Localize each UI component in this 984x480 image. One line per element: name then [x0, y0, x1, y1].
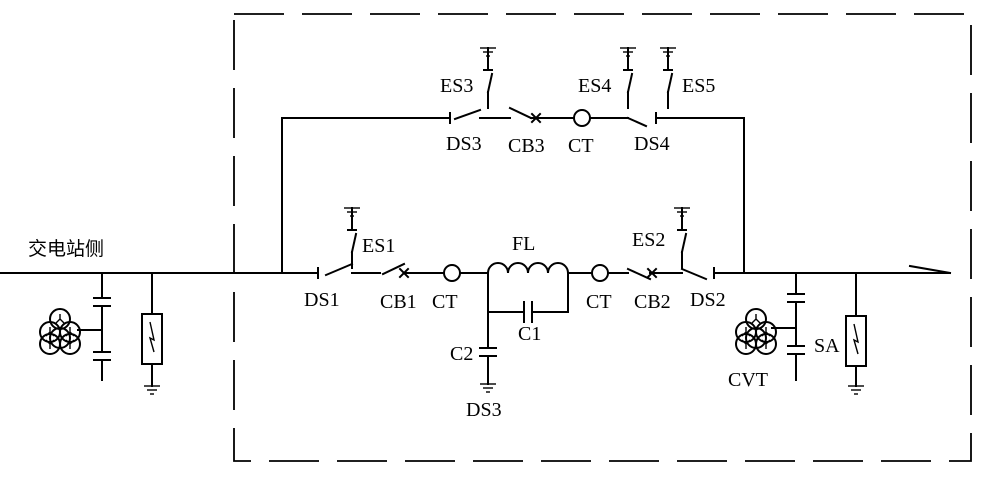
ds1-label: DS1: [304, 289, 340, 311]
enclosure-boundary: [233, 13, 972, 462]
ds4-label: DS4: [634, 133, 670, 155]
es3-icon: [480, 48, 496, 108]
es5-icon: [660, 48, 676, 108]
main-busbar: [0, 262, 952, 281]
cb2-label: CB2: [634, 291, 671, 313]
es1-icon: [344, 208, 360, 268]
ds2-label: DS2: [690, 289, 726, 311]
ct-left-icon: [443, 264, 461, 282]
cb3-label: CB3: [508, 135, 545, 157]
es4-label: ES4: [578, 75, 611, 97]
ct-top-label: CT: [568, 135, 594, 157]
left-cvt: [39, 272, 111, 381]
es5-label: ES5: [682, 75, 715, 97]
right-arrester: [845, 272, 867, 395]
fl-label: FL: [512, 233, 535, 255]
es2-icon: [674, 208, 690, 268]
filter-fl: [479, 262, 570, 393]
ds3-top-label: DS3: [446, 133, 482, 155]
c2-label: C2: [450, 343, 473, 365]
ct-right-label: CT: [586, 291, 612, 313]
es4-icon: [620, 48, 636, 108]
left-arrester: [141, 272, 163, 395]
ct-top-icon: [573, 109, 591, 127]
bypass-branch: [281, 106, 745, 274]
sa-label: SA: [814, 335, 840, 357]
ds3-bottom-label: DS3: [466, 399, 502, 421]
es1-label: ES1: [362, 235, 395, 257]
right-cvt: [735, 272, 805, 381]
station-side-label: 交电站侧: [28, 238, 104, 260]
ct-left-label: CT: [432, 291, 458, 313]
es2-label: ES2: [632, 229, 665, 251]
ct-right-icon: [591, 264, 609, 282]
c1-label: C1: [518, 323, 541, 345]
es3-label: ES3: [440, 75, 473, 97]
cvt-label: CVT: [728, 369, 768, 391]
cb1-label: CB1: [380, 291, 417, 313]
